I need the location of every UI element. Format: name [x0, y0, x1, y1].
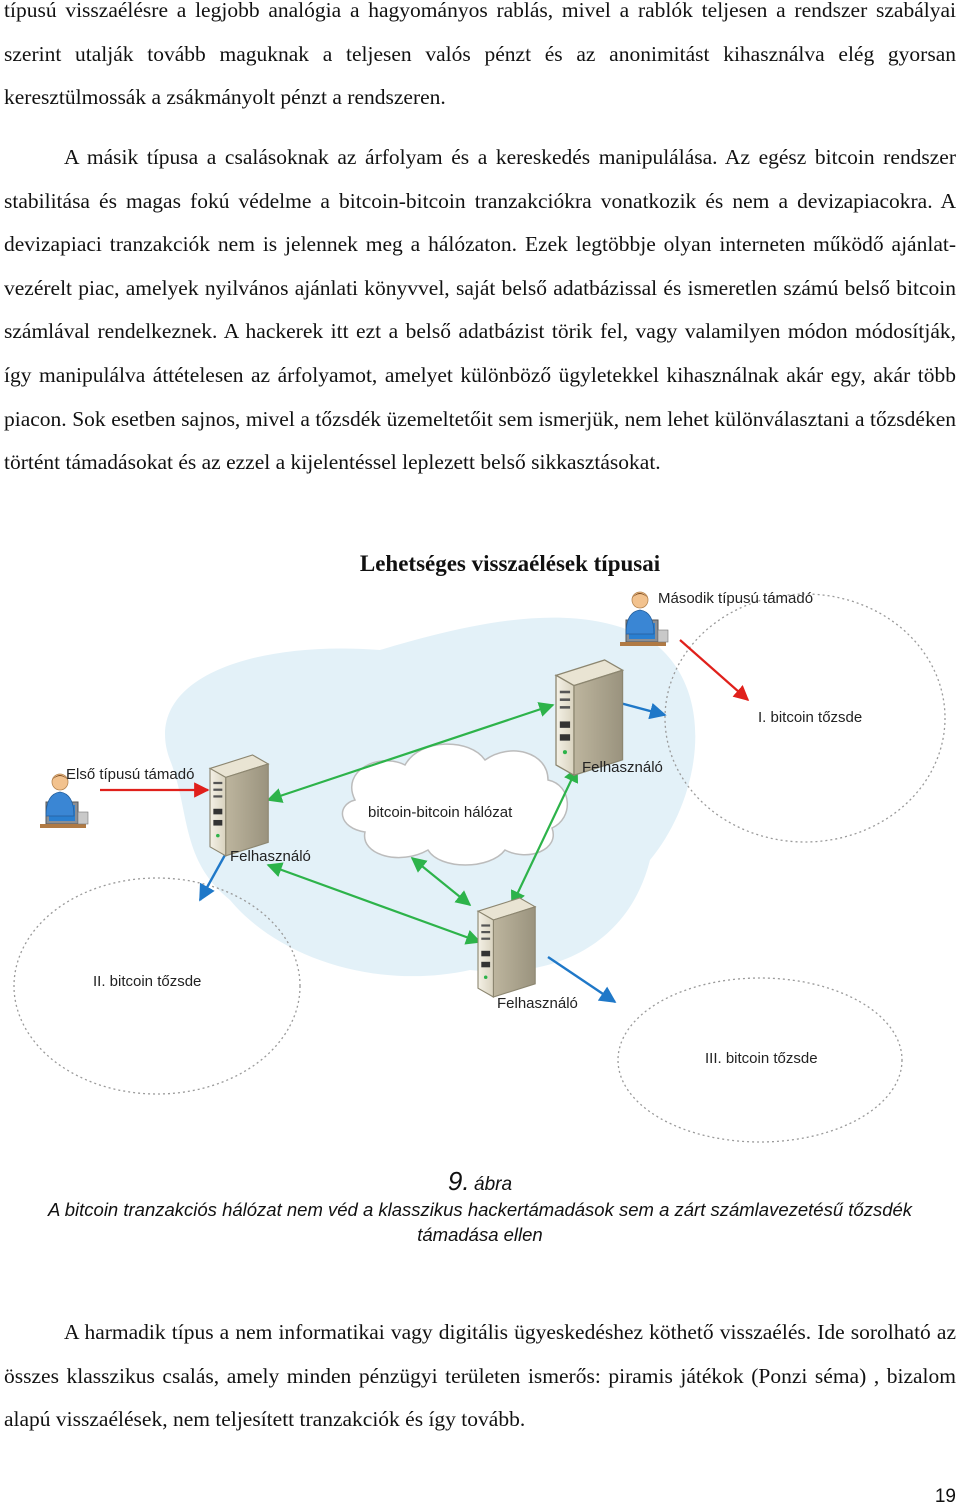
user-1-server-icon	[209, 754, 269, 857]
figure-number: 9. ábra	[0, 1166, 960, 1197]
abuse-types-diagram: Második típusú támadó Első típusú támadó…	[13, 590, 946, 1143]
user3-to-exchange3-arrow	[547, 956, 617, 1003]
figure-number-value: 9.	[447, 1166, 470, 1196]
page-number: 19	[934, 1486, 956, 1507]
attacker-1-label: Első típusú támadó	[66, 766, 194, 783]
figure-caption: A bitcoin tranzakciós hálózat nem véd a …	[47, 1199, 913, 1245]
user2-to-exchange1-arrow	[619, 701, 667, 720]
link-user1-user2	[266, 702, 555, 803]
attacker2-arrow	[679, 639, 750, 702]
paragraph-3: A harmadik típus a nem informatikai vagy…	[4, 1320, 956, 1432]
network-label: bitcoin-bitcoin hálózat	[368, 804, 513, 821]
exchange-2-label: II. bitcoin tőzsde	[93, 973, 201, 990]
user-3-label: Felhasználó	[497, 995, 578, 1012]
exchange-1-label: I. bitcoin tőzsde	[758, 709, 862, 726]
user-2-server-icon	[555, 659, 624, 776]
attacker-2-label: Második típusú támadó	[658, 590, 813, 607]
link-user2-user3	[510, 766, 579, 907]
user-2-label: Felhasználó	[582, 759, 663, 776]
exchange-3-label: III. bitcoin tőzsde	[705, 1050, 818, 1067]
paragraph-1: típusú visszaélésre a legjobb analógia a…	[4, 0, 956, 110]
figure-title: Lehetséges visszaélések típusai	[359, 551, 661, 576]
figure-number-word: ábra	[474, 1174, 513, 1195]
exchange-2-circle	[13, 877, 301, 1095]
user-3-server-icon	[477, 897, 536, 998]
link-cloud-user3	[410, 857, 472, 906]
link-user1-user3	[266, 862, 482, 945]
exchange-1-circle	[664, 593, 946, 843]
exchange-3-circle	[617, 977, 903, 1143]
user-1-label: Felhasználó	[230, 848, 311, 865]
paragraph-2: A másik típusa a csalásoknak az árfolyam…	[4, 145, 956, 475]
